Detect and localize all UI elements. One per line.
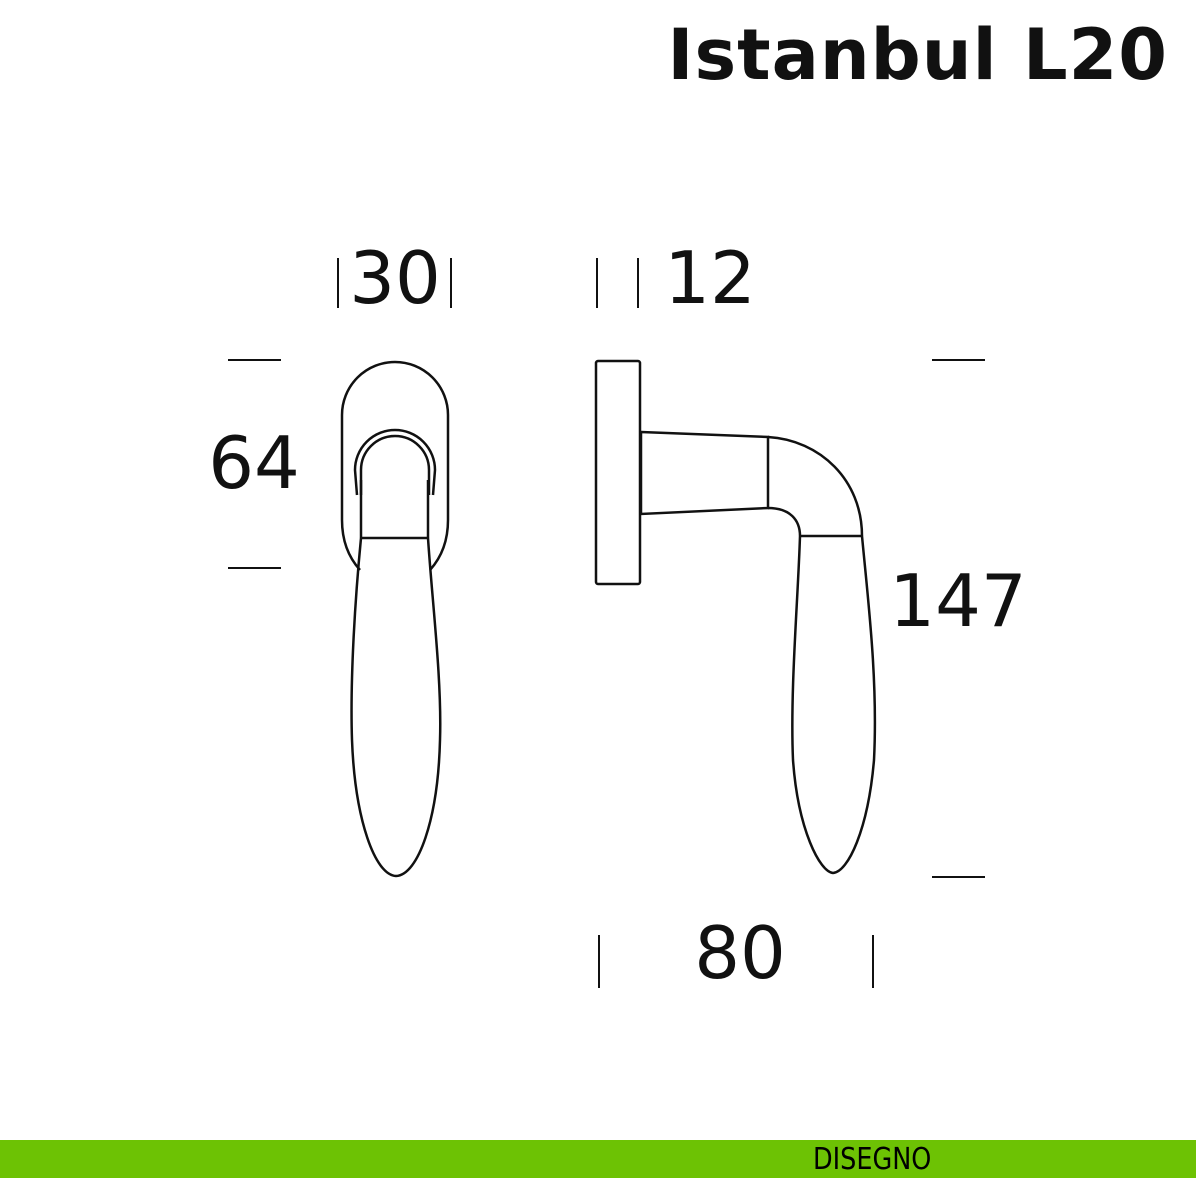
dim-30: 30 [349, 236, 441, 320]
front-grip [350, 537, 442, 878]
front-view [340, 360, 450, 878]
side-view [594, 359, 877, 875]
side-bend [767, 435, 864, 537]
side-grip [791, 535, 877, 875]
product-title: Istanbul L20 [667, 14, 1168, 96]
front-rosette [340, 360, 450, 571]
side-rosette [594, 359, 642, 586]
front-neck-ring [353, 428, 437, 496]
dim-12: 12 [664, 236, 756, 320]
dimension-lines [228, 258, 985, 988]
footer-label: DISEGNO [813, 1142, 932, 1177]
dim-80: 80 [694, 911, 786, 995]
dim-64: 64 [208, 421, 300, 505]
dim-147: 147 [889, 559, 1026, 643]
footer-bar: DISEGNO [0, 1140, 1196, 1178]
